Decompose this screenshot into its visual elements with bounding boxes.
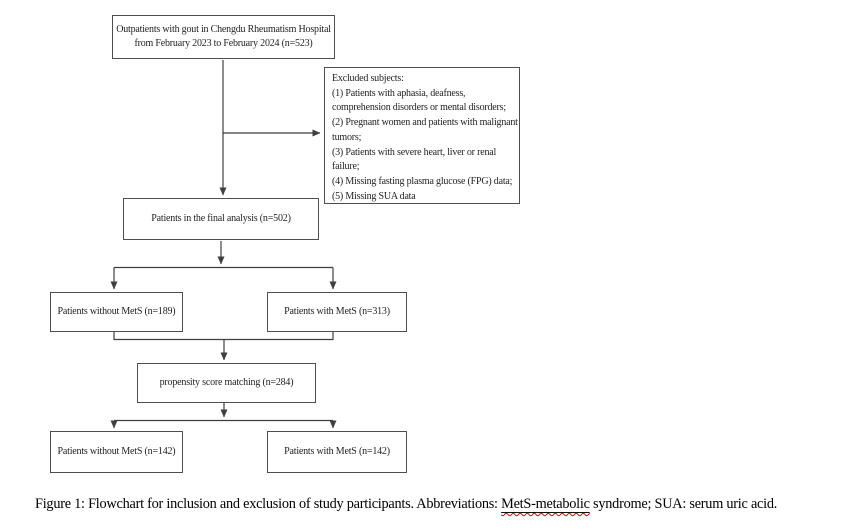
node-without-mets-matched: Patients without MetS (n=142) <box>50 431 183 473</box>
node-text: Patients without MetS (n=142) <box>57 446 176 457</box>
node-final-analysis: Patients in the final analysis (n=502) <box>123 198 319 240</box>
node-text: Patients with MetS (n=313) <box>284 306 390 317</box>
excluded-line: (5) Missing SUA data <box>332 190 416 202</box>
node-text: propensity score matching (n=284) <box>159 377 294 388</box>
node-excluded-subjects: Excluded subjects: (1) Patients with aph… <box>324 67 520 204</box>
excluded-line: (1) Patients with aphasia, deafness, <box>332 87 466 99</box>
node-text: Outpatients with gout in Chengdu Rheumat… <box>116 24 331 35</box>
excluded-line: tumors; <box>332 131 362 143</box>
excluded-line: (4) Missing fasting plasma glucose (FPG)… <box>332 175 513 187</box>
excluded-line: comprehension disorders or mental disord… <box>332 102 506 114</box>
node-text: Patients without MetS (n=189) <box>57 306 176 317</box>
node-text: Patients with MetS (n=142) <box>284 446 390 457</box>
excluded-line: (2) Pregnant women and patients with mal… <box>332 117 518 129</box>
node-with-mets-matched: Patients with MetS (n=142) <box>267 431 407 473</box>
figure-caption: Figure 1: Flowchart for inclusion and ex… <box>35 494 777 514</box>
node-propensity-matching: propensity score matching (n=284) <box>137 363 316 403</box>
node-with-mets: Patients with MetS (n=313) <box>267 292 407 332</box>
excluded-title: Excluded subjects: <box>332 73 404 84</box>
caption-text: Figure 1: Flowchart for inclusion and ex… <box>35 496 502 512</box>
node-text: Patients in the final analysis (n=502) <box>151 213 291 224</box>
node-outpatients: Outpatients with gout in Chengdu Rheumat… <box>112 15 335 59</box>
node-without-mets: Patients without MetS (n=189) <box>50 292 183 332</box>
node-text: from February 2023 to February 2024 (n=5… <box>134 38 313 49</box>
excluded-line: (3) Patients with severe heart, liver or… <box>332 146 497 158</box>
excluded-line: failure; <box>332 161 360 173</box>
caption-text: syndrome; SUA: serum uric acid. <box>589 496 778 512</box>
caption-misspelled-term: MetS-metabolic <box>501 496 590 512</box>
